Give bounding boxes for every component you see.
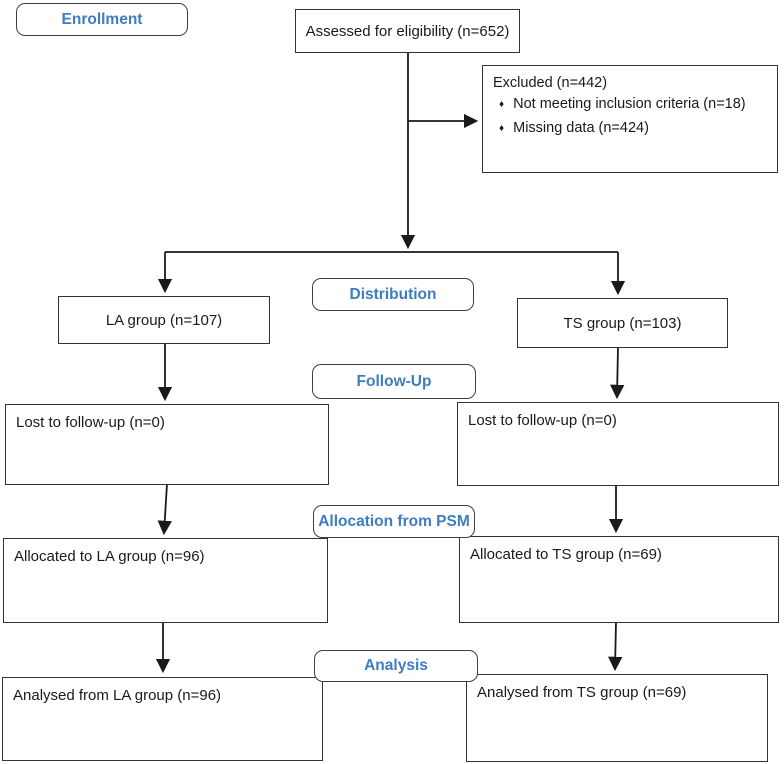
excluded-item-label: Not meeting inclusion criteria (n=18): [513, 96, 746, 112]
connector-ts-to-lost: [610, 346, 625, 400]
connector-lost-to-allocated-la: [157, 483, 172, 536]
stage-label-enrollment: Enrollment: [16, 3, 188, 36]
box-excluded: Excluded (n=442) ♦ Not meeting inclusion…: [482, 65, 778, 173]
box-lost-followup-la: Lost to follow-up (n=0): [5, 404, 329, 485]
excluded-item: ♦ Not meeting inclusion criteria (n=18): [499, 94, 767, 116]
box-la-group: LA group (n=107): [58, 296, 270, 344]
box-allocated-la: Allocated to LA group (n=96): [3, 538, 328, 623]
excluded-item-label: Missing data (n=424): [513, 120, 649, 136]
box-allocated-ts: Allocated to TS group (n=69): [459, 536, 779, 623]
box-assessed-eligibility: Assessed for eligibility (n=652): [295, 9, 520, 53]
box-analysed-ts: Analysed from TS group (n=69): [466, 674, 768, 762]
box-ts-group: TS group (n=103): [517, 298, 728, 348]
stage-label-allocation: Allocation from PSM: [313, 505, 475, 538]
connector-allocated-to-analysed-ts: [608, 621, 623, 672]
box-analysed-la: Analysed from LA group (n=96): [2, 677, 323, 761]
excluded-title: Excluded (n=442): [493, 75, 608, 91]
stage-label-analysis: Analysis: [314, 650, 478, 682]
excluded-item: ♦ Missing data (n=424): [499, 118, 767, 140]
diamond-bullet-icon: ♦: [499, 99, 505, 110]
stage-label-distribution: Distribution: [312, 278, 474, 311]
stage-label-follow-up: Follow-Up: [312, 364, 476, 399]
diamond-bullet-icon: ♦: [499, 123, 505, 134]
box-lost-followup-ts: Lost to follow-up (n=0): [457, 402, 779, 486]
